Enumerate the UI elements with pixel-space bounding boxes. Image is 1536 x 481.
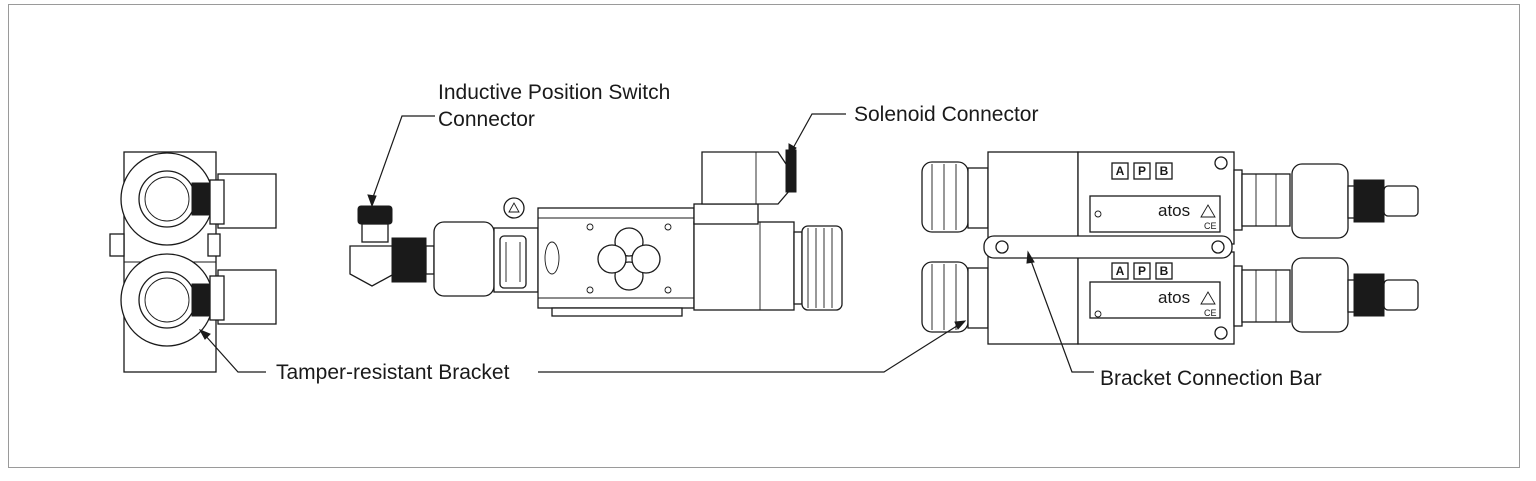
switch-connector-cap-icon bbox=[357, 205, 393, 225]
label-bracket-bar: Bracket Connection Bar bbox=[1100, 367, 1322, 390]
upper-knurl-icon bbox=[191, 182, 211, 216]
lower-brand-logo: atos bbox=[1158, 288, 1190, 307]
top-view-assembly bbox=[921, 151, 1419, 345]
label-inductive-switch-line2: Connector bbox=[438, 108, 535, 131]
bar-leader-line bbox=[1029, 257, 1094, 373]
lower-end-knurl-icon bbox=[1353, 273, 1385, 317]
upper-logo-triangle-icon bbox=[1200, 204, 1216, 218]
upper-end-knurl-icon bbox=[1353, 179, 1385, 223]
upper-port-a: A bbox=[1116, 164, 1125, 178]
lower-knurl-icon bbox=[191, 283, 211, 317]
label-solenoid-connector: Solenoid Connector bbox=[854, 103, 1038, 126]
label-tamper-bracket: Tamper-resistant Bracket bbox=[276, 361, 510, 384]
lower-port-b: B bbox=[1160, 264, 1169, 278]
tamper-leader-right bbox=[538, 323, 961, 373]
lower-ce-mark: CE bbox=[1204, 308, 1217, 318]
solenoid-connector-body bbox=[701, 151, 791, 205]
tamper-leader-left bbox=[203, 333, 266, 373]
lower-logo-triangle-icon bbox=[1200, 291, 1216, 305]
bracket-connection-bar bbox=[983, 235, 1233, 259]
lower-port-p: P bbox=[1138, 264, 1146, 278]
upper-ce-mark: CE bbox=[1204, 221, 1217, 231]
solenoid-knurl-icon bbox=[785, 149, 797, 193]
switch-knurl-icon bbox=[391, 237, 427, 283]
switch-leader-line bbox=[371, 115, 435, 201]
solenoid-leader-line bbox=[791, 113, 846, 151]
side-view-assembly bbox=[349, 149, 843, 317]
end-view-assembly bbox=[109, 151, 277, 373]
upper-port-p: P bbox=[1138, 164, 1146, 178]
upper-brand-logo: atos bbox=[1158, 201, 1190, 220]
lower-port-a: A bbox=[1116, 264, 1125, 278]
label-inductive-switch-line1: Inductive Position Switch bbox=[438, 81, 670, 104]
upper-port-b: B bbox=[1160, 164, 1169, 178]
